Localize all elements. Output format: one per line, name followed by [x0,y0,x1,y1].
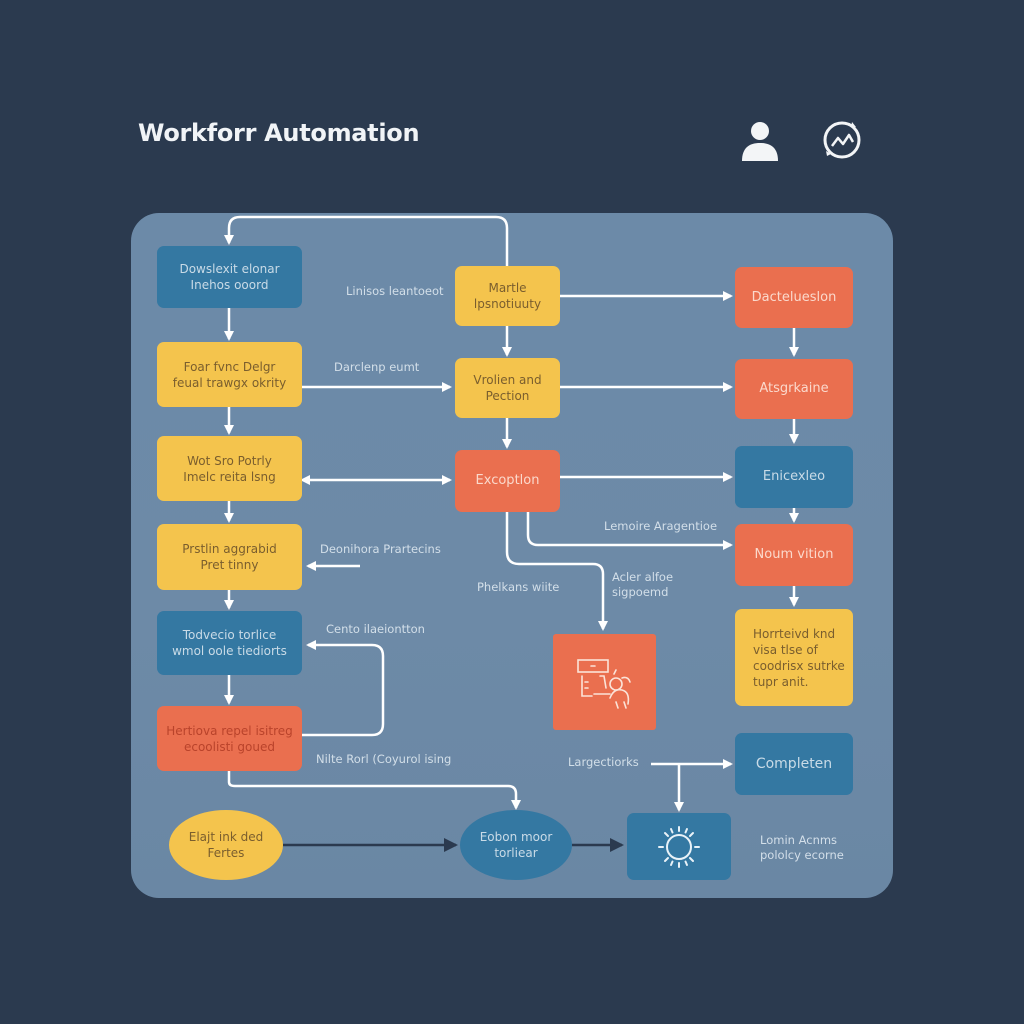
node-text: feual trawgx okrity [172,375,287,390]
node-text: torliear [494,846,538,860]
sun-gear-icon [658,825,700,868]
node-text: Completen [755,756,833,772]
node-mid-ellipse[interactable]: Eobon moor torliear [460,810,572,880]
user-icon[interactable] [738,118,782,162]
node-text: Noum vition [754,547,834,562]
node-text: Martle [488,281,527,295]
node-text: Atsgrkaine [759,381,829,396]
edge-label: Lemoire Aragentioe [604,519,718,533]
edge-label: Cento ilaeiontton [326,622,425,636]
node-text: Wot Sro Potrly [187,453,272,468]
node-text: ecoolisti goued [183,739,275,754]
node-text: Elajt ink ded [188,830,264,844]
node-text: tupr anit. [753,674,809,689]
node-gear[interactable] [627,813,731,880]
node-left-5[interactable]: Todvecio torlice wmol oole tiediorts [157,611,302,675]
edge-label-line: Acler alfoe [612,570,674,584]
edge-label: Largectiorks [568,755,639,769]
node-exception[interactable]: Excoptlon [455,450,560,512]
edge-label-line: pololcy ecorne [760,848,844,862]
node-text: Pection [485,389,530,403]
node-text: Imelc reita lsng [183,469,276,484]
node-text: Foar fvnc Delgr [183,359,276,374]
node-text: Pret tinny [200,558,259,572]
edge-label: Darclenp eumt [334,360,420,374]
node-text: Excoptlon [475,473,540,488]
node-text: Todvecio torlice [182,628,277,642]
analytics-chat-icon[interactable] [820,118,864,162]
node-text: Dactelueslon [751,289,837,305]
node-text: wmol oole tiediorts [172,644,287,658]
edge-label: Nilte Rorl (Coyurol ising [316,752,452,766]
node-text: Fertes [207,846,245,860]
edge-label: Linisos leantoeot [346,284,444,298]
node-right-5[interactable]: Horrteivd knd visa tlse of coodrisx sutr… [735,609,853,706]
node-right-2[interactable]: Atsgrkaine [735,359,853,419]
node-right-1[interactable]: Dactelueslon [735,267,853,328]
node-text: coodrisx sutrke [753,658,845,673]
node-worker[interactable] [553,634,656,730]
edge-label: Phelkans wiite [477,580,560,594]
node-text: Eobon moor [479,830,553,844]
node-text: lpsnotiuuty [473,297,542,311]
node-text: Vrolien and [473,373,542,387]
node-text: Inehos ooord [190,278,269,292]
node-right-4[interactable]: Noum vition [735,524,853,586]
edge-label-line: sigpoemd [612,585,669,599]
node-text: Prstlin aggrabid [182,542,277,556]
node-text: Horrteivd knd [753,626,836,641]
edge-label: Deonihora Prartecins [320,542,441,556]
node-right-3[interactable]: Enicexleo [735,446,853,508]
node-text: Enicexleo [762,469,826,484]
edge-label: Lomin Acnms pololcy ecorne [760,833,844,863]
edge-label-line: Lomin Acnms [760,833,838,847]
desk-worker-icon [576,659,631,709]
node-text: Dowslexit elonar [179,262,280,276]
page-title: Workforr Automation [138,119,420,147]
node-text: Hertiova repel isitreg [166,723,293,738]
node-mid-1[interactable]: Martle lpsnotiuuty [455,266,560,326]
node-text: visa tlse of [753,642,818,657]
edge-label: Acler alfoe sigpoemd [612,570,673,600]
node-completen[interactable]: Completen [735,733,853,795]
